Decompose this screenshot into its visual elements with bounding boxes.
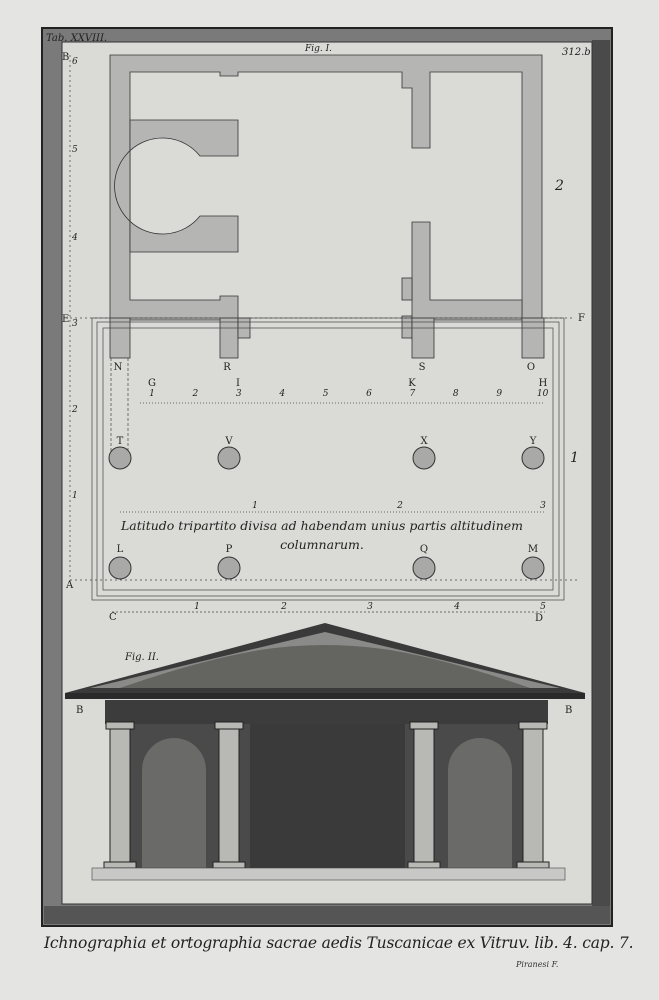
scale-ten-tick-label: 5 — [323, 389, 329, 399]
plate-shadow-bottom — [44, 906, 610, 924]
scale-three-tick-label: 3 — [540, 501, 546, 511]
label-B-right: B — [565, 705, 572, 716]
scale-ten-tick-label: 3 — [236, 389, 242, 399]
scale-three-tick-label: 1 — [252, 501, 258, 511]
column-letter: X — [420, 436, 428, 447]
scale-five-tick-label: 3 — [367, 602, 373, 612]
plate-caption: Ichnographia et ortographia sacrae aedis… — [44, 934, 634, 952]
signature: Piranesi F. — [516, 960, 559, 969]
row-letter: G — [148, 378, 156, 389]
wall-letter: O — [527, 362, 535, 373]
scale-ten-tick-label: 9 — [496, 389, 502, 399]
column-bases — [108, 446, 545, 580]
scale-4: 4 — [71, 233, 78, 243]
plan-letters: N R S O G I K H 1 2 3 4 5 6 7 8 9 10T V X Y L P Q M 1 2 3 1 2 3 4 5 — [114, 362, 549, 612]
scale-three-tick-label: 2 — [396, 501, 403, 511]
scale-ten-tick-label: 1 — [149, 389, 155, 399]
label-B: B — [62, 52, 69, 63]
column-letter: M — [528, 544, 538, 555]
scale-ten-tick-label: 6 — [366, 389, 372, 399]
label-E: E — [62, 314, 69, 325]
wall-letter: N — [114, 362, 123, 373]
scale-ten-tick-label: 2 — [192, 389, 199, 399]
label-B-left: B — [76, 705, 83, 716]
part-1: 1 — [570, 450, 579, 466]
scale-3: 3 — [72, 319, 78, 329]
pediment-relief — [120, 645, 530, 688]
scale-ten-tick-label: 10 — [537, 389, 549, 399]
scale-five-tick-label: 2 — [280, 602, 287, 612]
tab-label: Tab. XXVIII. — [46, 33, 107, 44]
part-2: 2 — [554, 178, 564, 194]
page-number: 312.b — [562, 47, 591, 58]
column-letter: T — [117, 436, 124, 447]
scale-ten-tick-label: 8 — [453, 389, 459, 399]
fig1-label: Fig. I. — [304, 44, 332, 54]
scale-2: 2 — [71, 405, 78, 415]
scale-five-tick-label: 4 — [453, 602, 460, 612]
scale-five-tick-label: 1 — [194, 602, 200, 612]
note-line-1: Latitudo tripartito divisa ad habendam u… — [120, 518, 523, 533]
row-letter: H — [539, 378, 548, 389]
podium-outlines — [69, 55, 580, 613]
fig2-label: Fig. II. — [124, 652, 159, 663]
note-line-2: columnarum. — [280, 537, 364, 552]
column-letter: Q — [420, 544, 428, 555]
temple-elevation — [65, 623, 585, 881]
scale-6: 6 — [72, 57, 78, 67]
wall-letter: S — [419, 362, 426, 373]
column-letter: L — [117, 544, 124, 555]
scale-ten-tick-label: 7 — [410, 389, 416, 399]
label-D: D — [535, 613, 543, 624]
wall-letter: R — [223, 362, 231, 373]
label-A: A — [65, 580, 74, 591]
plate-shadow — [592, 40, 610, 924]
row-letter: I — [236, 378, 240, 389]
label-F: F — [578, 313, 585, 324]
scale-five-tick-label: 5 — [540, 602, 546, 612]
scale-5: 5 — [72, 145, 78, 155]
column-letter: V — [224, 436, 233, 447]
column-letter: Y — [529, 436, 537, 447]
column-letter: P — [226, 544, 233, 555]
scale-ten-tick-label: 4 — [278, 389, 285, 399]
scale-1: 1 — [72, 491, 78, 501]
label-C: C — [109, 612, 117, 623]
row-letter: K — [408, 378, 416, 389]
